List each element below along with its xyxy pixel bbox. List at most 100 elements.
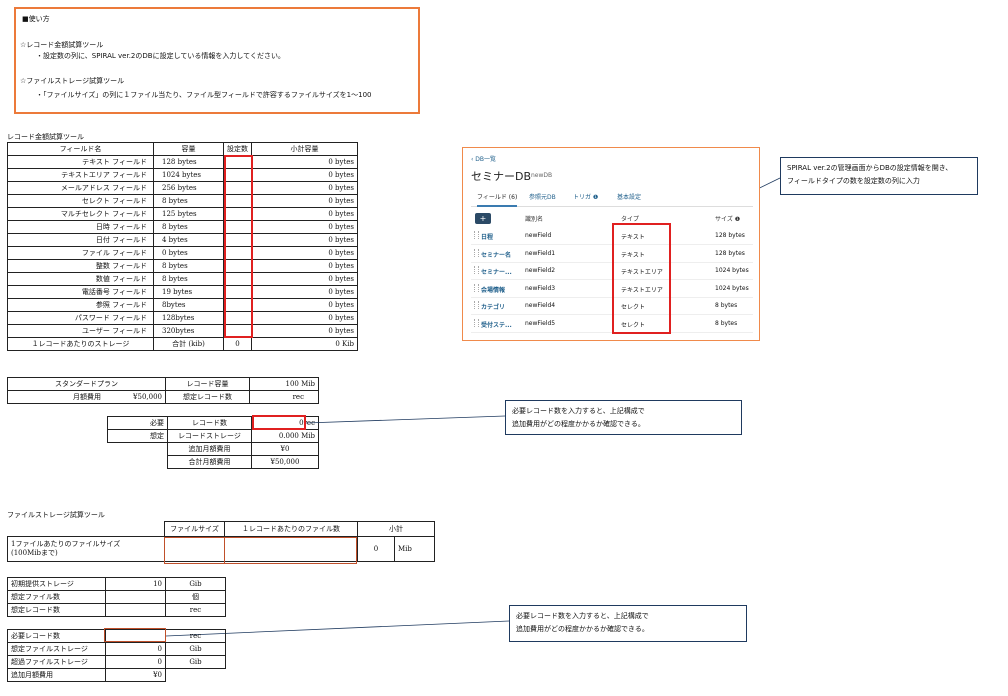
howto-box: ■使い方 ☆レコード金額試算ツール ・設定数の列に、SPIRAL ver.2のD…	[14, 7, 420, 114]
howto-heading: ■使い方	[22, 15, 50, 23]
file-extra-spacer	[166, 669, 226, 682]
file-count-highlight	[224, 537, 357, 564]
back-link[interactable]: ‹ DB一覧	[471, 156, 497, 163]
add-field-button[interactable]: +	[475, 213, 491, 224]
file-col-count: １レコードあたりのファイル数	[224, 521, 358, 537]
field-label[interactable]: 会場情報	[481, 286, 506, 294]
file-subtotal-value: 0	[357, 536, 395, 562]
file-header-spacer	[8, 522, 165, 537]
howto-record-desc: ・設定数の列に、SPIRAL ver.2のDBに設定している情報を入力してくださ…	[36, 52, 285, 60]
field-type: テキストエリア	[621, 286, 663, 294]
est-files-unit: 個	[165, 590, 226, 604]
field-type: セレクト	[621, 321, 646, 329]
file-count-input[interactable]	[224, 536, 358, 562]
field-type: テキスト	[621, 234, 645, 241]
initial-label: 初期提供ストレージ	[7, 577, 106, 591]
field-id: newField3	[525, 284, 556, 292]
tab-fields[interactable]: フィールド (6)	[477, 192, 518, 207]
connector-line-1	[305, 415, 506, 424]
col-id-header: 識別名	[525, 216, 544, 223]
initial-value: 10	[105, 577, 166, 591]
db-subtitle: newDB	[531, 172, 553, 179]
field-id: newField	[525, 232, 552, 239]
db-tabs: フィールド (6) 参照元DB トリガ ❶ 基本設定	[471, 188, 753, 207]
est-files-value	[105, 590, 166, 604]
field-size: 1024 bytes	[715, 267, 749, 274]
field-label[interactable]: セミナー名	[481, 251, 512, 259]
howto-file-desc: ・「ファイルサイズ」の列に１ファイル当たり、ファイル型フィールドで許容するファイ…	[36, 91, 372, 99]
file-col-subtotal: 小計	[357, 521, 435, 537]
file-table: ファイルサイズ １レコードあたりのファイル数 小計 1ファイルあたりのファイルサ…	[7, 521, 435, 562]
field-size: 128 bytes	[715, 232, 745, 239]
file-need-label: 必要レコード数	[7, 629, 106, 643]
initial-unit: Gib	[165, 577, 226, 591]
callout-file-estimate: 必要レコード数を入力すると、上記構成で 追加費用がどの程度かかるか確認できる。	[509, 605, 747, 642]
callout2-line2: フィールドタイプの数を設定数の列に入力	[787, 177, 920, 185]
drag-handle-icon[interactable]	[474, 301, 479, 309]
est-files-label: 想定ファイル数	[7, 590, 106, 604]
field-size: 1024 bytes	[715, 284, 749, 292]
file-row-label: 1ファイルあたりのファイルサイズ(100Mibまで)	[7, 536, 165, 562]
field-label[interactable]: セミナー...	[481, 269, 512, 276]
field-type: セレクト	[621, 304, 646, 311]
howto-file-title: ☆ファイルストレージ試算ツール	[20, 77, 125, 85]
plan-est-records-unit: rec	[249, 390, 319, 404]
callout3-line1: 必要レコード数を入力すると、上記構成で	[516, 612, 649, 620]
callout1-line1: 必要レコード数を入力すると、上記構成で	[512, 407, 645, 415]
est-storage-value: 0	[105, 642, 166, 656]
drag-handle-icon[interactable]	[474, 266, 479, 274]
field-id: newField1	[525, 249, 556, 257]
tab-referrers[interactable]: 参照元DB	[529, 194, 556, 201]
over-label: 超過ファイルストレージ	[7, 655, 106, 669]
tab-basic[interactable]: 基本設定	[617, 194, 642, 201]
drag-handle-icon[interactable]	[474, 283, 479, 292]
field-id: newField2	[525, 267, 556, 274]
need-input-highlight	[252, 415, 306, 430]
file-extra-value: ¥0	[105, 668, 166, 682]
est-records-unit: rec	[165, 603, 226, 617]
file-need-highlight	[104, 628, 166, 642]
file-need-unit: rec	[165, 629, 226, 643]
est-records-label: 想定レコード数	[7, 603, 106, 617]
over-unit: Gib	[165, 655, 226, 669]
field-label[interactable]: 受付ステ...	[481, 321, 512, 329]
file-subtotal-unit: Mib	[394, 536, 435, 562]
plan-monthly: 月額費用¥50,000	[7, 390, 166, 404]
plan-est-records-label: 想定レコード数	[165, 390, 250, 404]
record-tool-title: レコード金額試算ツール	[7, 133, 84, 141]
file-storage-table: 初期提供ストレージ 10 Gib 想定ファイル数 個 想定レコード数 rec	[7, 577, 226, 617]
plan-table: スタンダードプラン レコード容量 100 Mib 月額費用¥50,000 想定レ…	[7, 377, 319, 404]
db-panel: ‹ DB一覧 セミナーDB newDB フィールド (6) 参照元DB トリガ …	[462, 147, 760, 341]
col-type-header: タイプ	[621, 216, 640, 223]
drag-handle-icon[interactable]	[474, 231, 479, 239]
field-type: テキスト	[621, 251, 645, 259]
field-size: 8 bytes	[715, 302, 738, 309]
file-tool-title: ファイルストレージ試算ツール	[7, 511, 105, 519]
file-need-table: 必要レコード数 rec 想定ファイルストレージ 0 Gib 超過ファイルストレー…	[7, 629, 226, 682]
file-extra-label: 追加月額費用	[7, 668, 106, 682]
field-label[interactable]: 日程	[481, 234, 494, 241]
howto-record-title: ☆レコード金額試算ツール	[20, 41, 104, 49]
callout3-line2: 追加費用がどの程度かかるか確認できる。	[516, 625, 649, 633]
field-label[interactable]: カテゴリ	[481, 304, 506, 311]
field-size: 128 bytes	[715, 249, 745, 257]
est-storage-unit: Gib	[165, 642, 226, 656]
tab-triggers[interactable]: トリガ ❶	[573, 194, 599, 201]
callout-spiral-instructions: SPIRAL ver.2の管理画面からDBの設定情報を開き、 フィールドタイプの…	[780, 157, 978, 195]
drag-handle-icon[interactable]	[474, 318, 479, 327]
field-id: newField4	[525, 302, 556, 309]
file-col-size: ファイルサイズ	[164, 521, 225, 537]
est-storage-label: 想定ファイルストレージ	[7, 642, 106, 656]
count-column-highlight	[224, 155, 253, 338]
drag-handle-icon[interactable]	[474, 248, 479, 257]
type-column-highlight	[612, 223, 671, 334]
need-table: 必要 レコード数 0rec 想定 レコードストレージ 0.000 Mib 追加月…	[107, 416, 319, 469]
db-title: セミナーDB	[471, 170, 532, 183]
callout1-line2: 追加費用がどの程度かかるか確認できる。	[512, 420, 645, 428]
